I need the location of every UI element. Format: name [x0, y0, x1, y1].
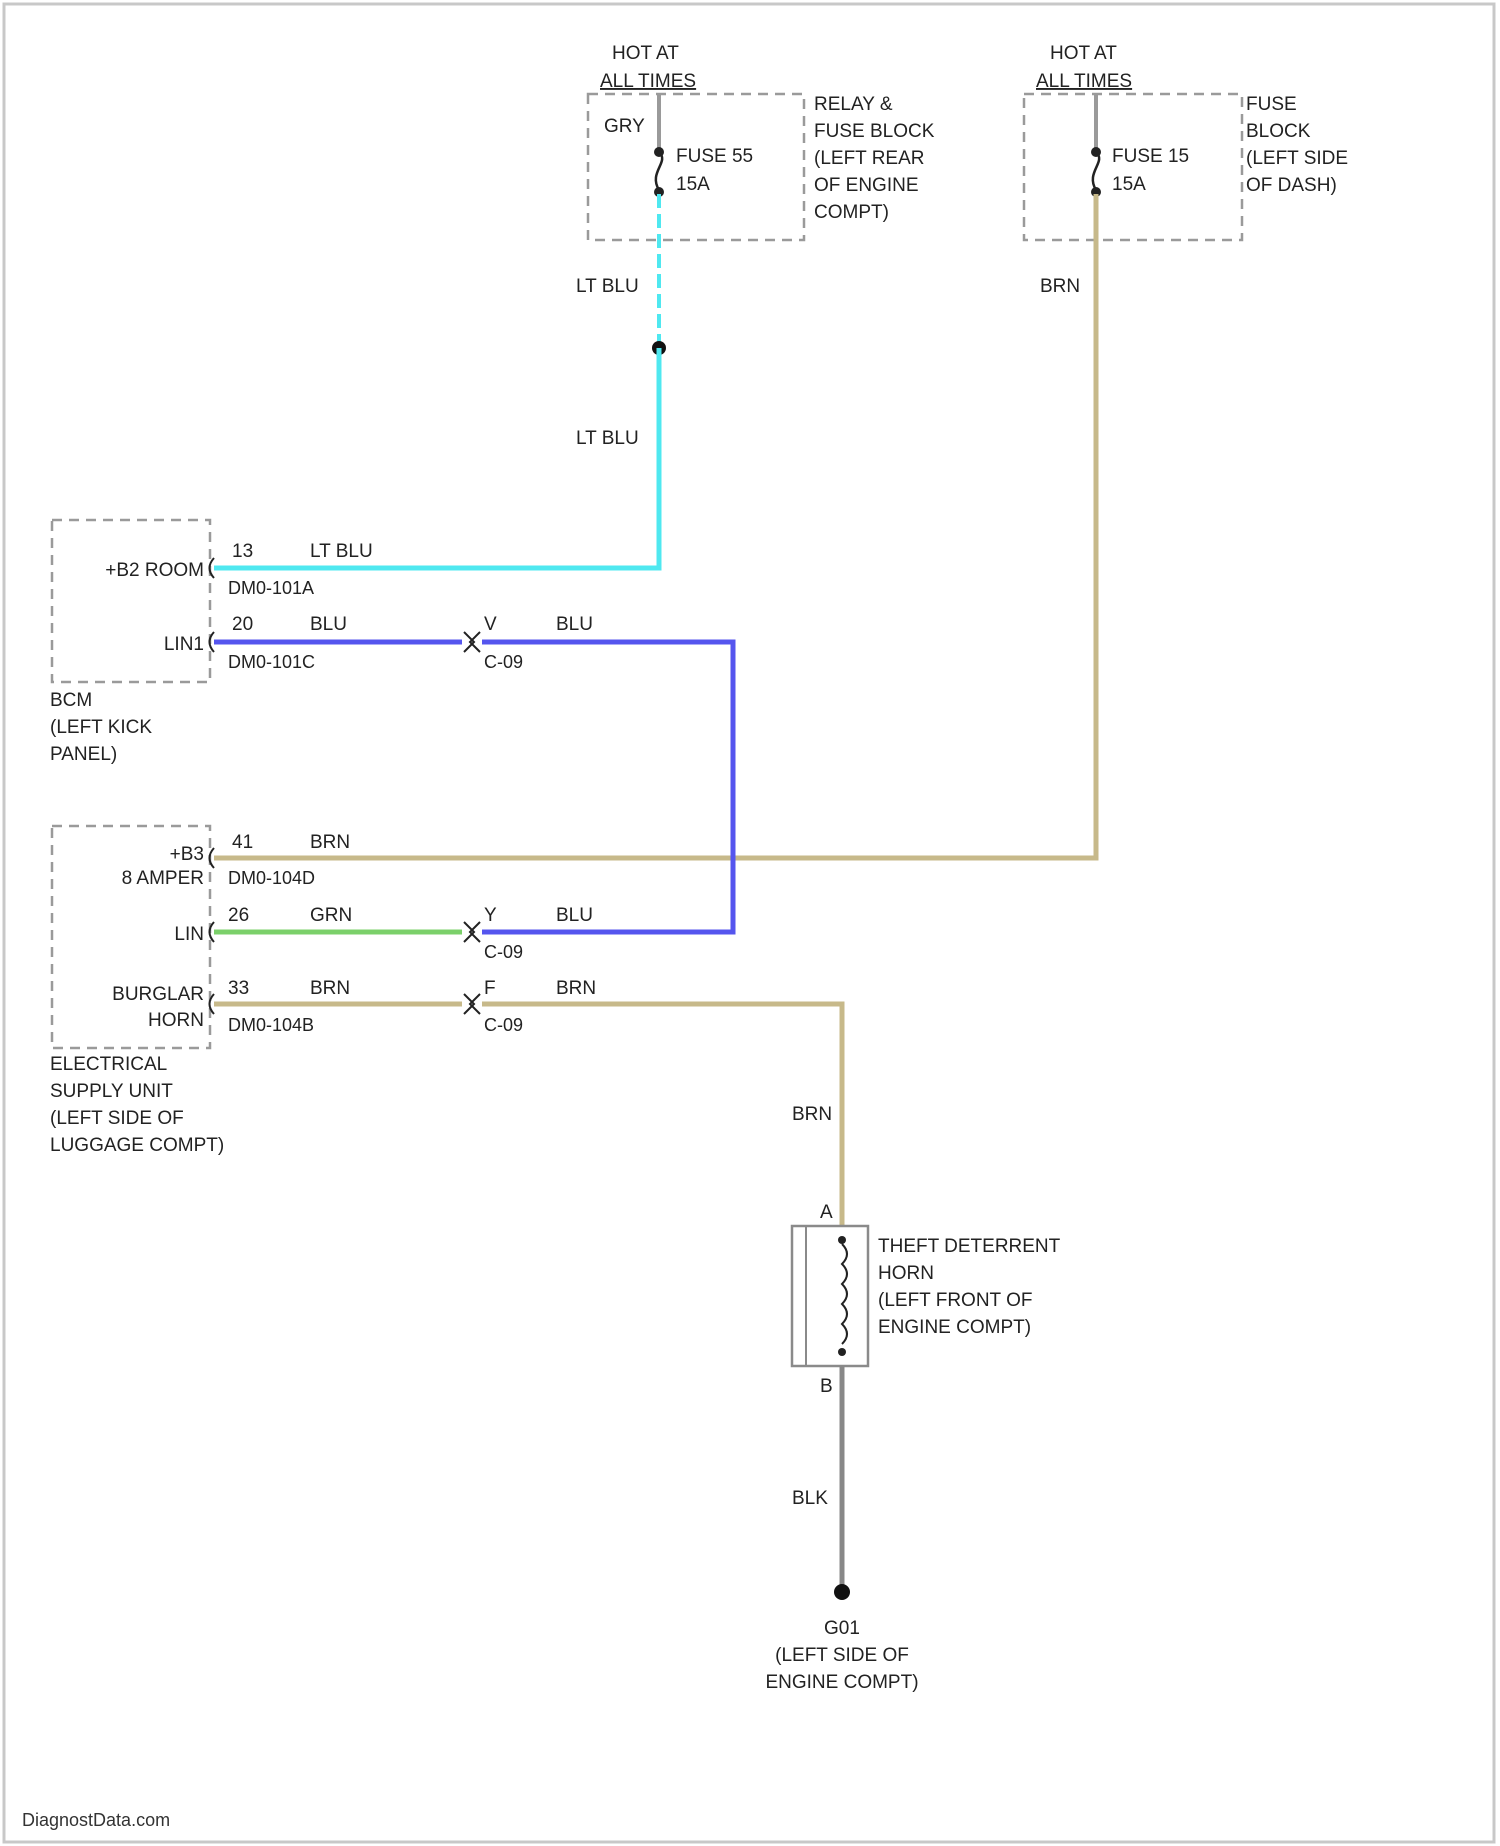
brn-supply-wire [214, 194, 1096, 858]
lt-blu-wire-label-lower: LT BLU [576, 428, 639, 449]
fuse-15-block-name-3: (LEFT SIDE [1246, 148, 1348, 169]
horn-caption-1: THEFT DETERRENT [878, 1236, 1061, 1257]
c09-pin-y-connector [464, 922, 480, 942]
fuse-55-block: HOT AT ALL TIMES GRY FUSE 55 15A RELAY &… [588, 43, 935, 240]
bcm-caption-3: PANEL) [50, 744, 117, 765]
brn-supply-circuit: BRN [214, 194, 1096, 858]
bcm-box [52, 520, 210, 682]
bcm-pin-13-connector: DM0-101A [228, 578, 314, 598]
bcm-caption-2: (LEFT KICK [50, 717, 152, 738]
esu-caption-4: LUGGAGE COMPT) [50, 1135, 224, 1156]
fuse-15-block-name-1: FUSE [1246, 94, 1297, 115]
ground-circuit: BLK G01 (LEFT SIDE OF ENGINE COMPT) [765, 1366, 918, 1693]
c09-pin-f-connector [464, 994, 480, 1014]
bcm-pin-13-wire-color: LT BLU [310, 541, 373, 562]
horn-caption-4: ENGINE COMPT) [878, 1317, 1031, 1338]
esu-pin-26-number: 26 [228, 905, 249, 926]
blu-wire-loop [482, 642, 733, 932]
horn-terminal-a [838, 1236, 846, 1244]
horn-caption-3: (LEFT FRONT OF [878, 1290, 1032, 1311]
fuse-15-name: FUSE 15 [1112, 146, 1189, 167]
esu-pin-41-label: +B3 [170, 844, 204, 865]
fuse-15-hot-label: HOT AT [1050, 43, 1117, 64]
theft-deterrent-horn: A B THEFT DETERRENT HORN (LEFT FRONT OF … [792, 1202, 1061, 1397]
fuse-55-block-name-4: OF ENGINE [814, 175, 919, 196]
bcm-caption-1: BCM [50, 690, 92, 711]
fuse-15-block: HOT AT ALL TIMES FUSE 15 15A FUSE BLOCK … [1024, 43, 1348, 240]
horn-pin-b: B [820, 1376, 833, 1397]
fuse-55-symbol [656, 152, 662, 190]
bcm-pin-13-number: 13 [232, 541, 253, 562]
fuse-15-block-name-4: OF DASH) [1246, 175, 1337, 196]
lt-blu-wire-lower [214, 348, 659, 568]
bcm-pin-20-label: LIN1 [164, 634, 204, 655]
horn-pin-a: A [820, 1202, 833, 1223]
c09-pin-f-connector-id: C-09 [484, 1015, 523, 1035]
fuse-55-block-name-3: (LEFT REAR [814, 148, 925, 169]
fuse-15-block-name-2: BLOCK [1246, 121, 1311, 142]
c09-pin-v-wire-color: BLU [556, 614, 593, 635]
fuse-55-name: FUSE 55 [676, 146, 753, 167]
bcm-pin-13-label: +B2 ROOM [105, 560, 204, 581]
c09-pin-y-number: Y [484, 905, 497, 926]
esu-pin-41-number: 41 [232, 832, 253, 853]
brn-supply-wire-label: BRN [1040, 276, 1080, 297]
fuse-55-block-name-2: FUSE BLOCK [814, 121, 935, 142]
c09-pin-v-number: V [484, 614, 497, 635]
esu-caption-3: (LEFT SIDE OF [50, 1108, 184, 1129]
fuse-55-block-name-5: COMPT) [814, 202, 889, 223]
esu-pin-41-connector: DM0-104D [228, 868, 315, 888]
c09-pin-f-number: F [484, 978, 496, 999]
fuse-15-symbol [1093, 152, 1099, 190]
fuse-15-box [1024, 94, 1242, 240]
esu-pin-41-label-2: 8 AMPER [122, 868, 204, 889]
horn-body [792, 1226, 868, 1366]
blk-ground-wire-label: BLK [792, 1488, 828, 1509]
bcm-pin-20-wire-color: BLU [310, 614, 347, 635]
c09-pin-v-connector-id: C-09 [484, 652, 523, 672]
horn-terminal-b [838, 1348, 846, 1356]
esu-pin-33-number: 33 [228, 978, 249, 999]
ground-caption-3: ENGINE COMPT) [765, 1672, 918, 1693]
ground-caption-2: (LEFT SIDE OF [775, 1645, 909, 1666]
fuse-55-hot-label: HOT AT [612, 43, 679, 64]
c09-pin-f-wire-color: BRN [556, 978, 596, 999]
fuse-55-wire-color: GRY [604, 116, 645, 137]
bcm-pin-20-connector: DM0-101C [228, 652, 315, 672]
fuse-15-rating: 15A [1112, 174, 1146, 195]
esu-pin-33-wire-color: BRN [310, 978, 350, 999]
esu-pin-26-wire-color: GRN [310, 905, 352, 926]
c09-pin-y-wire-color: BLU [556, 905, 593, 926]
horn-caption-2: HORN [878, 1263, 934, 1284]
esu-caption-2: SUPPLY UNIT [50, 1081, 173, 1102]
horn-coil-icon [842, 1244, 847, 1344]
lt-blu-circuit: LT BLU LT BLU [214, 194, 666, 568]
brn-horn-wire-label: BRN [792, 1104, 832, 1125]
watermark: DiagnostData.com [22, 1810, 170, 1830]
esu-pin-41-wire-color: BRN [310, 832, 350, 853]
esu-caption-1: ELECTRICAL [50, 1054, 167, 1075]
brn-horn-circuit: BRN [482, 1004, 842, 1226]
esu-pin-33-label: BURGLAR [112, 984, 204, 1005]
ground-point-icon [834, 1584, 850, 1600]
fuse-55-rating: 15A [676, 174, 710, 195]
esu-pin-33-connector: DM0-104B [228, 1015, 314, 1035]
bcm-pin-20-number: 20 [232, 614, 253, 635]
electrical-supply-unit: +B3 8 AMPER 41 BRN DM0-104D LIN 26 GRN Y… [50, 826, 596, 1156]
c09-pin-y-connector-id: C-09 [484, 942, 523, 962]
fuse-55-block-name-1: RELAY & [814, 94, 893, 115]
brn-horn-wire [482, 1004, 842, 1226]
lt-blu-wire-label-upper: LT BLU [576, 276, 639, 297]
c09-pin-v-connector [464, 632, 480, 652]
esu-pin-26-label: LIN [174, 924, 204, 945]
fuse-55-hot-label-2: ALL TIMES [600, 71, 696, 92]
ground-caption-1: G01 [824, 1618, 860, 1639]
esu-pin-33-label-2: HORN [148, 1010, 204, 1031]
fuse-15-hot-label-2: ALL TIMES [1036, 71, 1132, 92]
